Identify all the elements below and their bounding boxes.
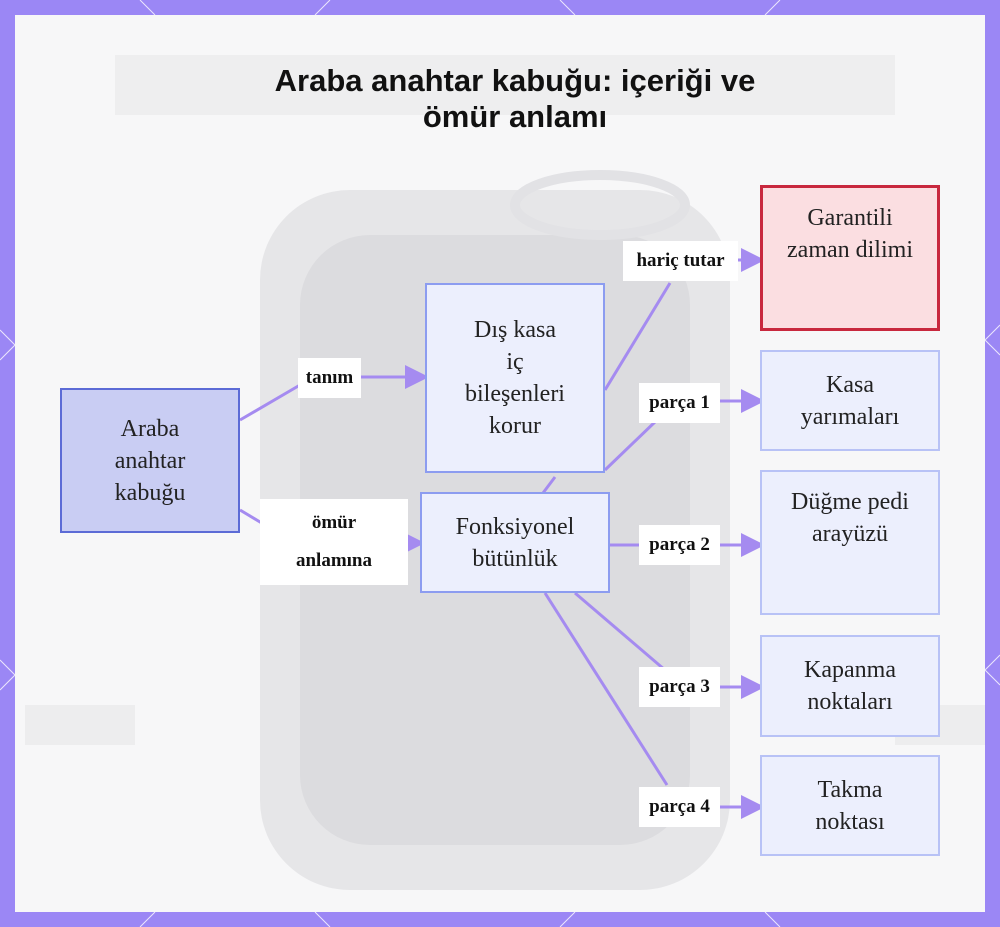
node-part-attachment-point: Takma noktası [760, 755, 940, 856]
edge-main-tanim [239, 383, 301, 422]
edge-label-parca-2-text: parça 2 [649, 534, 710, 555]
edge-label-haric-tutar: hariç tutar [623, 241, 738, 281]
edge-label-parca-2: parça 2 [639, 525, 720, 565]
node-outer-case-definition: Dış kasa iç bileşenleri korur [425, 283, 605, 473]
edge-layer [239, 248, 765, 819]
edge-label-parca-4-text: parça 4 [649, 796, 710, 817]
edge-label-parca-1: parça 1 [639, 383, 720, 423]
edge-label-haric-tutar-text: hariç tutar [636, 250, 725, 271]
edge-label-parca-3: parça 3 [639, 667, 720, 707]
node-outer-case-definition-label: Dış kasa iç bileşenleri korur [465, 317, 565, 439]
diagram-title: Araba anahtar kabuğu: içeriği ve ömür an… [165, 63, 865, 135]
edge-functional-parca3 [574, 591, 666, 672]
node-part-button-pad-interface-label: Düğme pedi arayüzü [791, 489, 909, 547]
edge-functional-parca4 [543, 592, 669, 786]
edge-definition-haric [603, 282, 672, 391]
node-functional-integrity: Fonksiyonel bütünlük [420, 492, 610, 593]
edge-label-parca-3-text: parça 3 [649, 676, 710, 697]
node-part-button-pad-interface: Düğme pedi arayüzü [760, 470, 940, 615]
title-line-2: ömür anlamı [422, 99, 608, 134]
edge-label-omur-anlamina-text: ömür anlamına [295, 512, 373, 571]
node-car-key-shell-label: Araba anahtar kabuğu [114, 415, 186, 506]
edge-label-omur-anlamina: ömür anlamına [260, 499, 408, 585]
node-part-closure-points: Kapanma noktaları [760, 635, 940, 737]
diagram-canvas: Araba anahtar kabuğu: içeriği ve ömür an… [15, 15, 985, 912]
edge-label-parca-1-text: parça 1 [649, 392, 710, 413]
node-part-case-halves: Kasa yarımaları [760, 350, 940, 451]
edge-label-tanim-text: tanım [305, 367, 354, 388]
node-car-key-shell: Araba anahtar kabuğu [60, 388, 240, 533]
edge-label-parca-4: parça 4 [639, 787, 720, 827]
node-warranty-period-label: Garantili zaman dilimi [787, 205, 913, 263]
edge-label-tanim: tanım [298, 358, 361, 398]
node-warranty-period: Garantili zaman dilimi [760, 185, 940, 331]
edge-definition-parca1 [603, 418, 659, 472]
node-part-case-halves-label: Kasa yarımaları [800, 371, 900, 430]
node-part-closure-points-label: Kapanma noktaları [804, 657, 896, 715]
node-part-attachment-point-label: Takma noktası [815, 776, 885, 835]
node-functional-integrity-label: Fonksiyonel bütünlük [455, 513, 575, 572]
edge-functional-definition [541, 476, 557, 494]
title-line-1: Araba anahtar kabuğu: içeriği ve [274, 63, 756, 98]
